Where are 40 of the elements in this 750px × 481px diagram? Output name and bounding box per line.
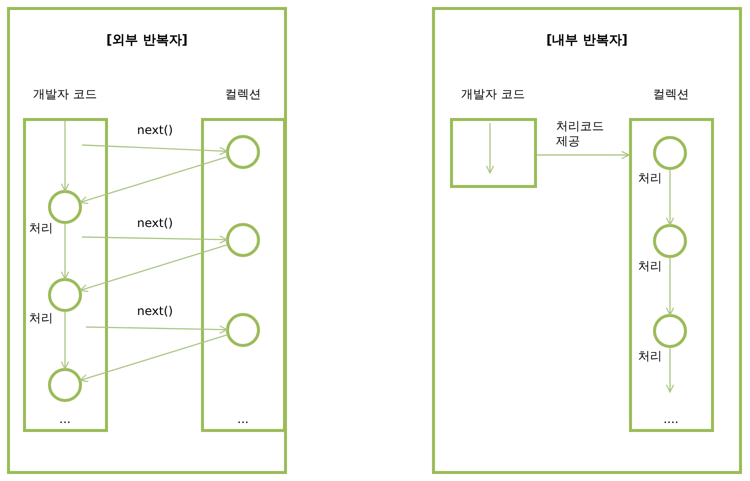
column-heading: 컬렉션 bbox=[225, 87, 261, 102]
step-label: 처리 bbox=[638, 171, 662, 186]
circle bbox=[48, 190, 82, 224]
arrow bbox=[60, 121, 70, 192]
ellipsis: ... bbox=[237, 412, 249, 426]
column-heading: 개발자 코드 bbox=[33, 87, 97, 102]
circle bbox=[653, 314, 687, 348]
circle bbox=[226, 223, 260, 257]
edge-label: next() bbox=[137, 123, 173, 138]
step-label: 처리 bbox=[29, 311, 53, 326]
arrow bbox=[82, 144, 228, 156]
arrow bbox=[537, 150, 630, 160]
circle bbox=[226, 313, 260, 347]
step-label: 처리 bbox=[638, 259, 662, 274]
edge-label: next() bbox=[137, 216, 173, 231]
arrow bbox=[60, 311, 70, 370]
panel-title: [외부 반복자] bbox=[106, 33, 188, 49]
column-heading: 컬렉션 bbox=[653, 87, 689, 102]
circle bbox=[226, 135, 260, 169]
ellipsis: .... bbox=[663, 412, 679, 426]
arrow bbox=[60, 223, 70, 280]
column-heading: 개발자 코드 bbox=[461, 87, 525, 102]
circle bbox=[48, 278, 82, 312]
arrow bbox=[666, 169, 674, 226]
circle bbox=[653, 224, 687, 258]
panel-frame bbox=[432, 7, 742, 474]
arrow bbox=[80, 156, 228, 204]
step-label: 처리 bbox=[29, 221, 53, 236]
arrow bbox=[666, 257, 674, 316]
ellipsis: ... bbox=[59, 412, 71, 426]
arrow bbox=[80, 334, 228, 382]
panel-title: [내부 반복자] bbox=[546, 33, 628, 49]
circle bbox=[48, 368, 82, 402]
arrow bbox=[86, 325, 228, 334]
arrow bbox=[666, 347, 674, 393]
step-label: 처리 bbox=[638, 349, 662, 364]
arrow bbox=[82, 235, 228, 244]
circle bbox=[653, 136, 687, 170]
edge-label: next() bbox=[137, 304, 173, 319]
arrow bbox=[80, 244, 228, 292]
